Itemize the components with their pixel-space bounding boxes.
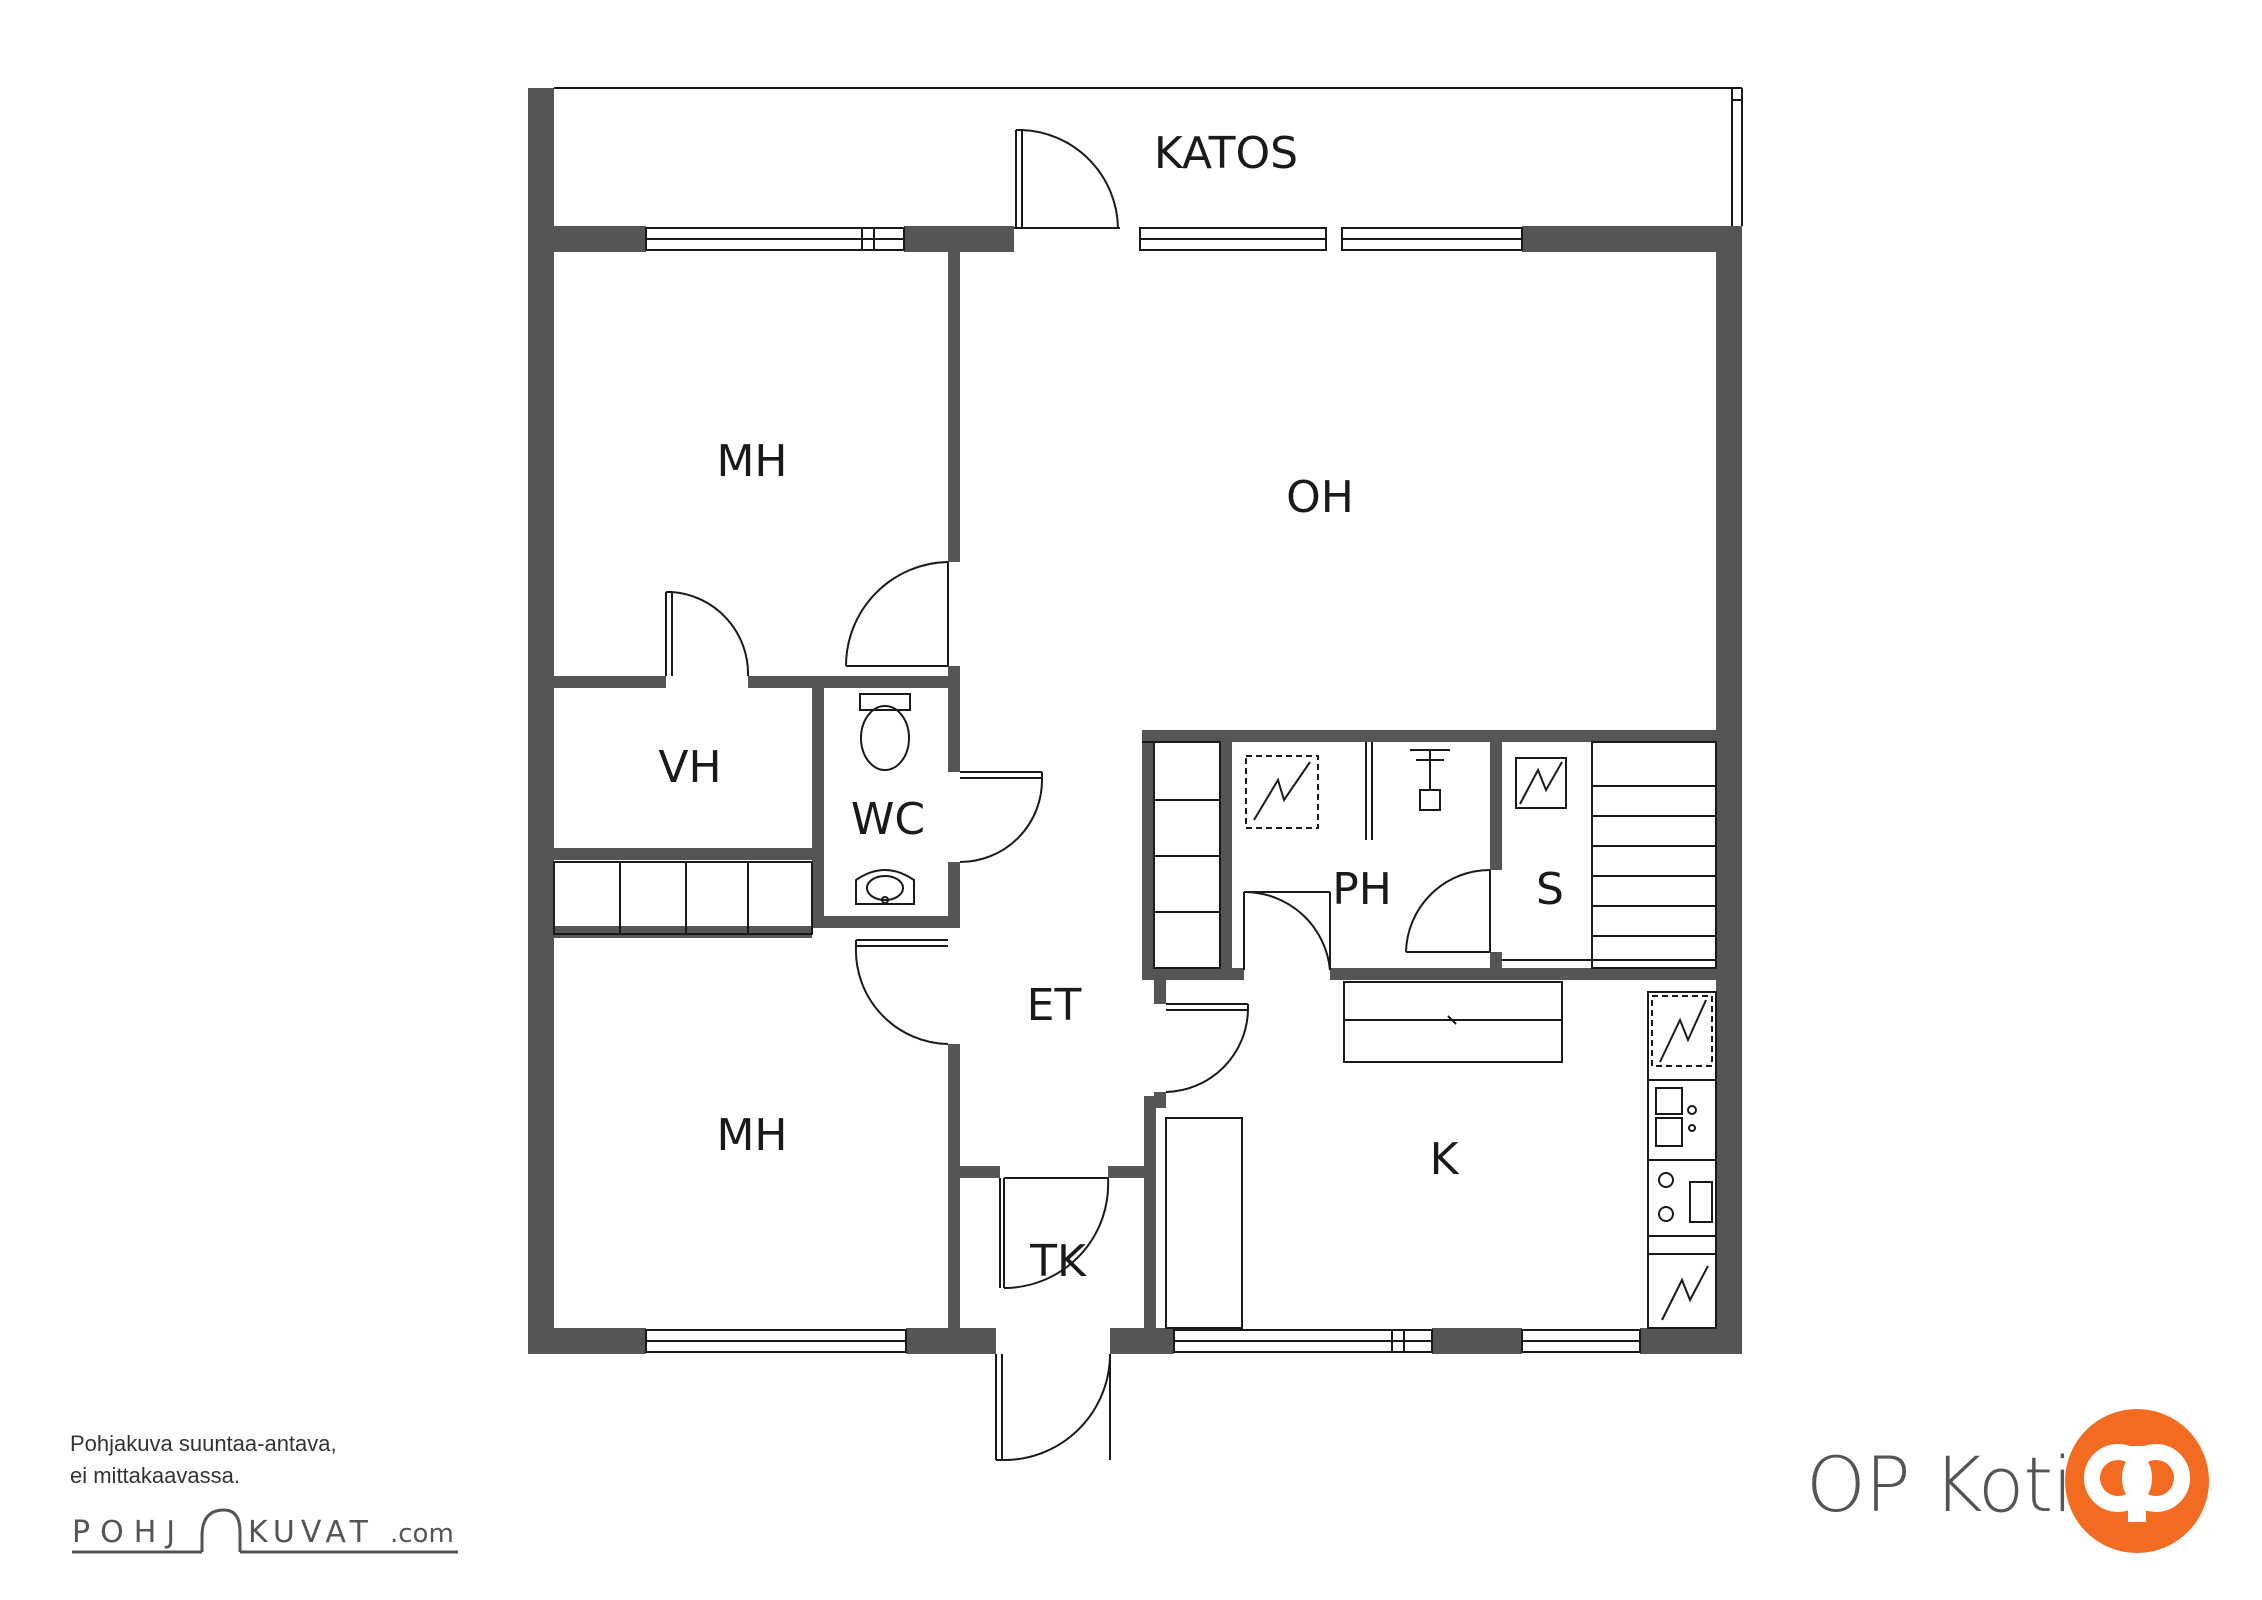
canopy-outline bbox=[554, 87, 1743, 226]
pohjakuvat-logo-part1: POHJ bbox=[72, 1515, 185, 1550]
disclaimer-note: Pohjakuva suuntaa-antava, ei mittakaavas… bbox=[70, 1428, 337, 1492]
room-label-et: ET bbox=[1027, 980, 1082, 1031]
room-label-wc: WC bbox=[851, 794, 925, 845]
op-koti-brand-text: OP Koti bbox=[1806, 1440, 2073, 1529]
disclaimer-line-2: ei mittakaavassa. bbox=[70, 1463, 240, 1488]
doors bbox=[665, 129, 1491, 1462]
pohjakuvat-logo-part2: KUVAT bbox=[248, 1515, 374, 1550]
room-label-mh-bottom: MH bbox=[716, 1110, 787, 1161]
op-logo-icon bbox=[2065, 1409, 2209, 1553]
room-label-ph: PH bbox=[1332, 864, 1392, 915]
pohjakuvat-logo: POHJ KUVAT .com bbox=[72, 1508, 458, 1554]
room-labels: KATOS MH OH VH WC PH S ET MH K TK bbox=[658, 128, 1564, 1287]
room-label-oh: OH bbox=[1286, 472, 1354, 523]
room-label-vh: VH bbox=[658, 742, 721, 793]
room-label-katos: KATOS bbox=[1154, 128, 1298, 179]
pohjakuvat-logo-suffix: .com bbox=[390, 1519, 454, 1549]
room-label-tk: TK bbox=[1029, 1236, 1087, 1287]
exterior-walls bbox=[528, 88, 1742, 1354]
fixtures bbox=[553, 693, 1717, 1329]
windows bbox=[645, 227, 1641, 1353]
room-label-mh-top: MH bbox=[716, 436, 787, 487]
disclaimer-line-1: Pohjakuva suuntaa-antava, bbox=[70, 1431, 337, 1456]
interior-walls bbox=[554, 252, 1742, 1328]
room-label-s: S bbox=[1536, 864, 1564, 915]
room-label-k: K bbox=[1430, 1134, 1460, 1185]
